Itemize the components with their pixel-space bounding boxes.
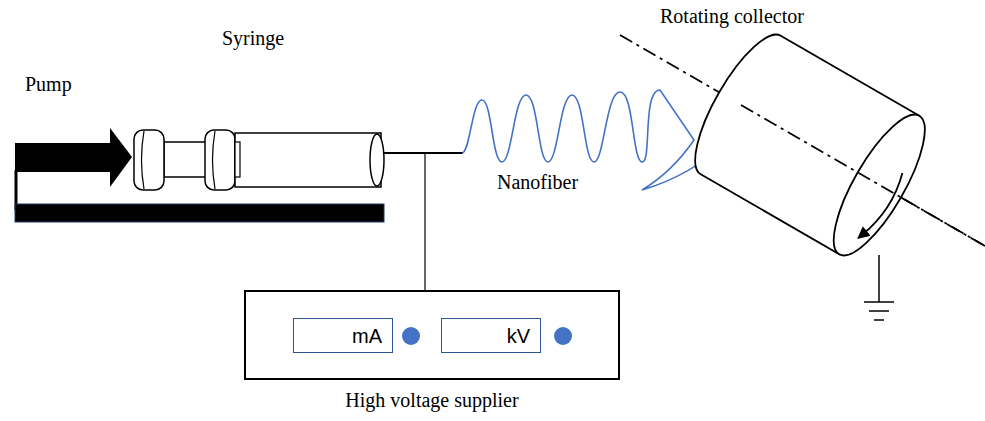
collector-label: Rotating collector: [660, 4, 804, 28]
rotation-arrow: [862, 171, 906, 239]
plunger-tip: [235, 142, 240, 177]
ground-symbol: [864, 301, 894, 303]
syringe-flange: [205, 130, 235, 190]
pump-rail: [15, 204, 384, 222]
syringe-label: Syringe: [222, 26, 284, 50]
ground-wire: [878, 255, 880, 302]
rotation-axis: [741, 105, 985, 246]
supply-caption: High voltage supplier: [345, 388, 518, 412]
voltage-wire: [424, 153, 425, 290]
plunger-rod: [164, 142, 208, 177]
display-unit: mA: [352, 324, 382, 348]
power-supply-box: High voltage suppliermAkV: [244, 290, 620, 380]
needle: [383, 152, 463, 154]
plunger-disc: [134, 130, 164, 190]
syringe-flange: [213, 131, 216, 189]
plunger-disc: [142, 131, 145, 189]
voltage-display: kV: [441, 318, 541, 353]
pump-arrow: [15, 128, 132, 187]
barrel-end: [370, 134, 384, 186]
knob: [402, 327, 420, 345]
display-unit: kV: [507, 324, 530, 348]
pump-label: Pump: [25, 72, 72, 96]
ground-symbol: [874, 319, 884, 321]
drum-face: [818, 103, 941, 267]
current-display: mA: [293, 318, 393, 353]
knob: [554, 327, 572, 345]
syringe-barrel: [235, 133, 381, 187]
ground-symbol: [869, 310, 889, 312]
nanofiber-label: Nanofiber: [497, 170, 578, 194]
